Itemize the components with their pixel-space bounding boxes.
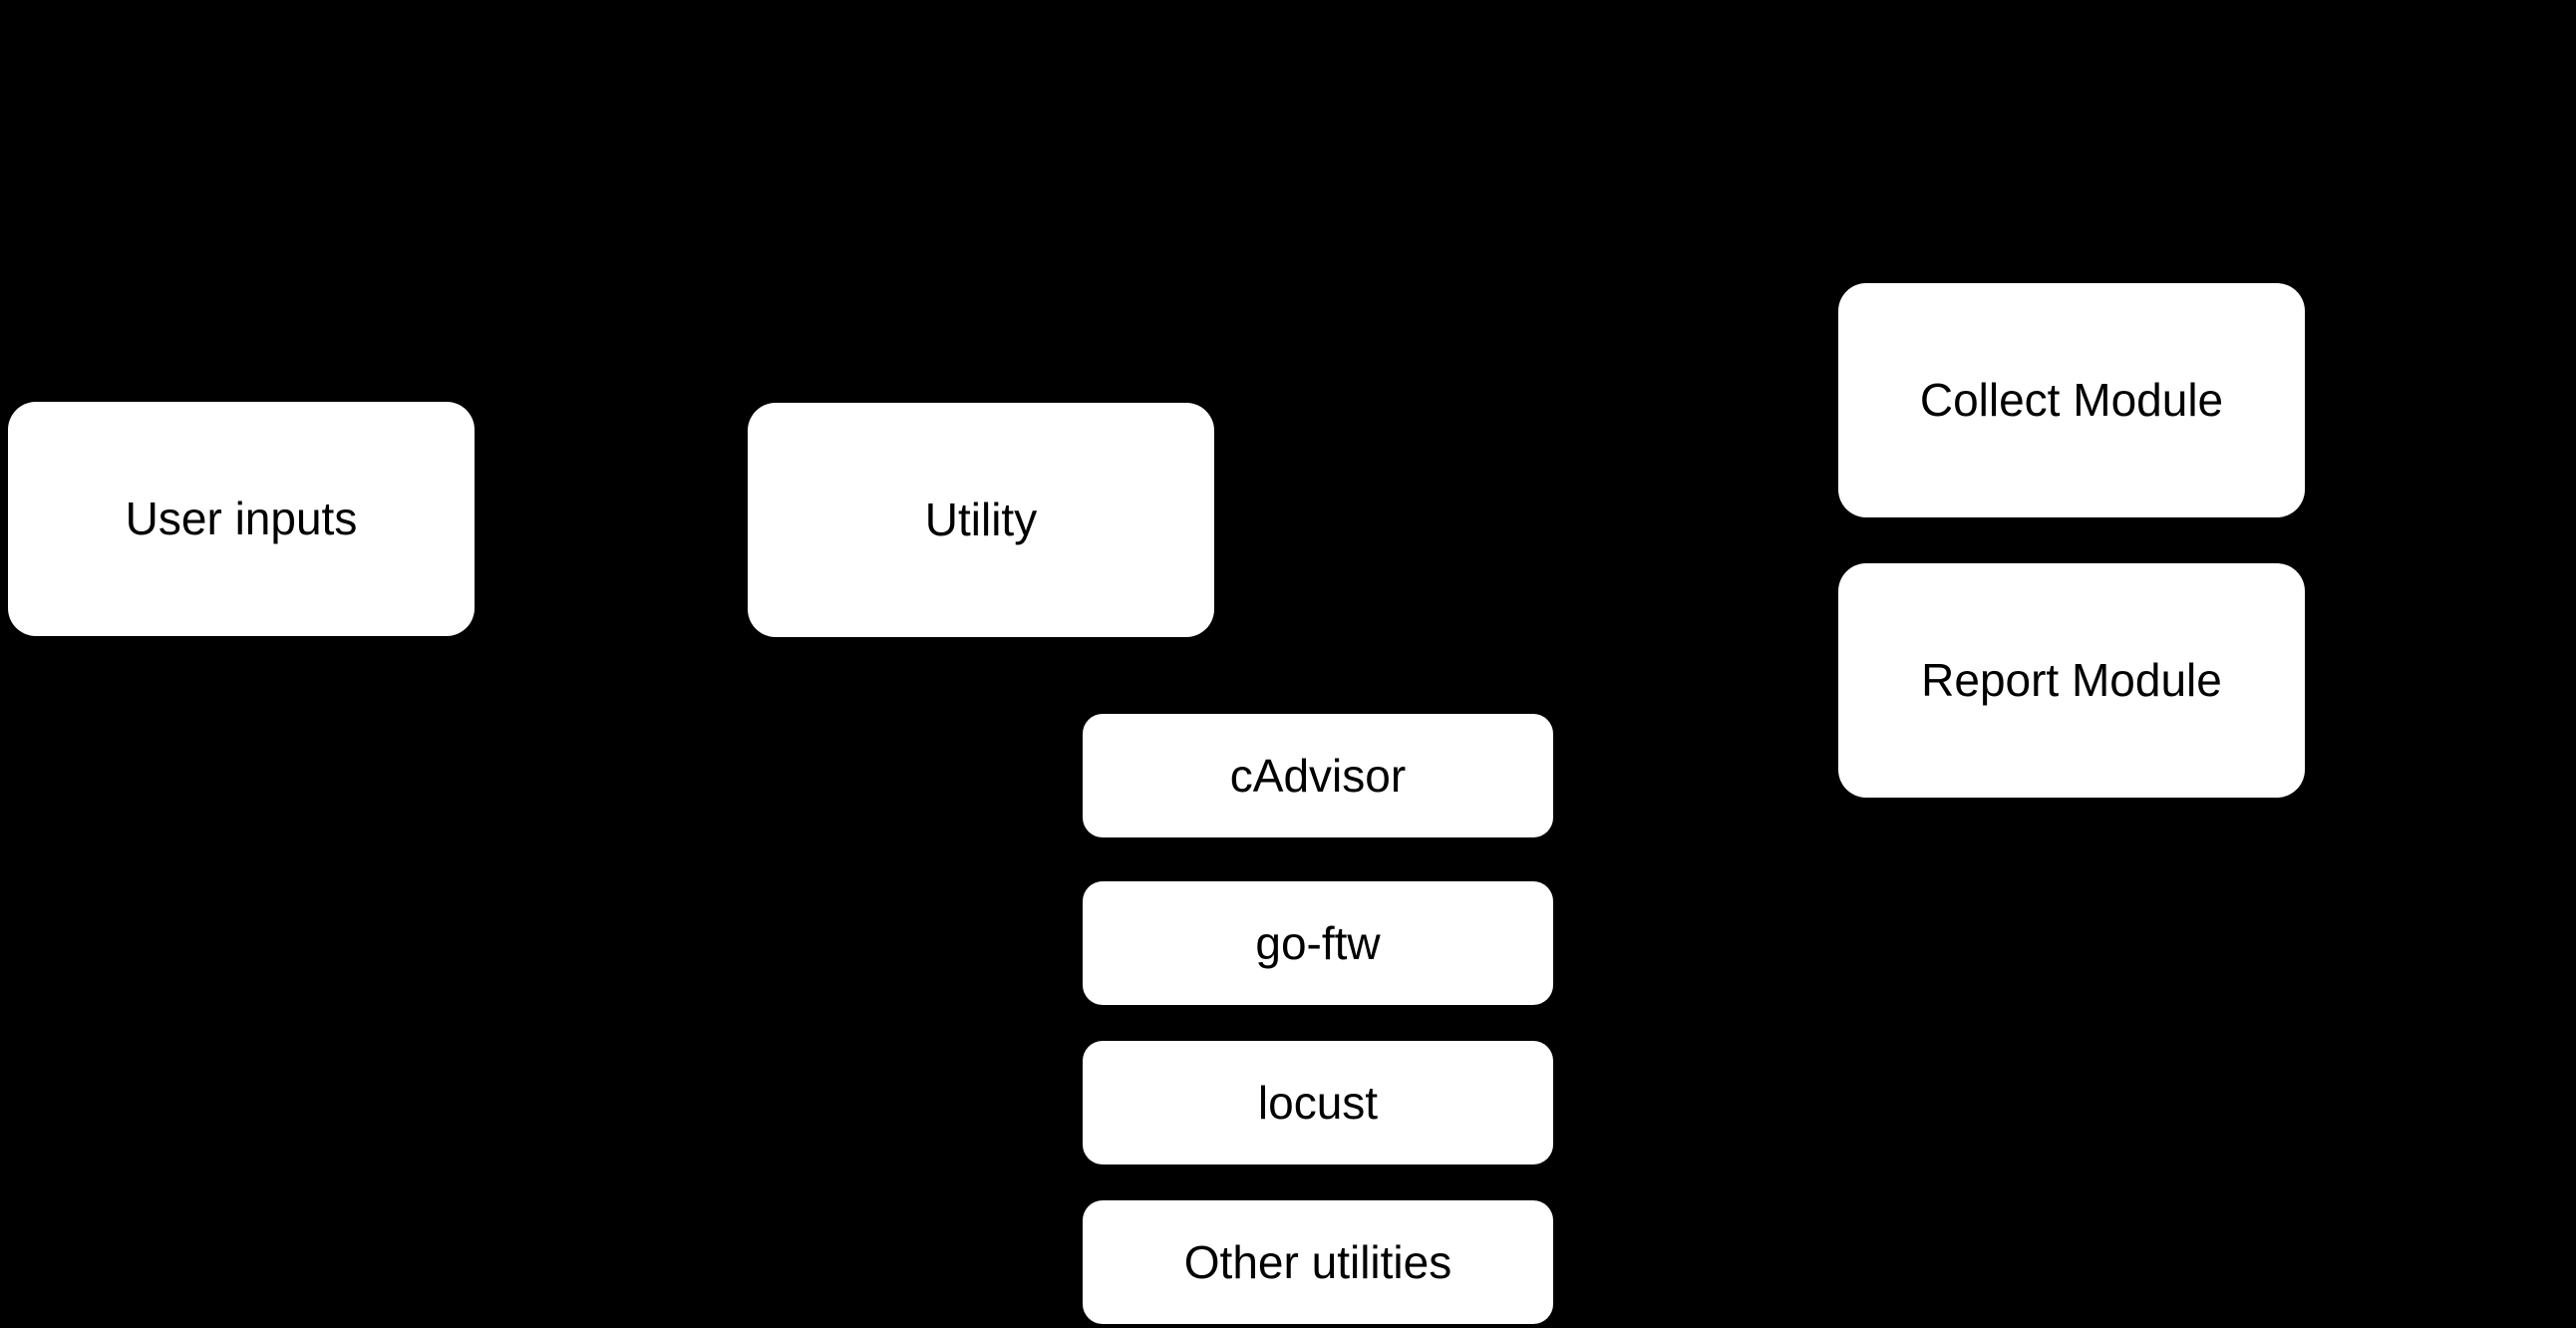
node-collect-module: Collect Module: [1838, 283, 2305, 517]
node-cadvisor: cAdvisor: [1083, 714, 1553, 837]
node-utility: Utility: [748, 403, 1214, 637]
node-go-ftw: go-ftw: [1083, 881, 1553, 1005]
node-other-utilities-label: Other utilities: [1183, 1235, 1452, 1288]
node-other-utilities: Other utilities: [1083, 1200, 1553, 1324]
node-report-module-label: Report Module: [1921, 654, 2222, 707]
node-user-inputs: User inputs: [8, 402, 475, 636]
node-cadvisor-label: cAdvisor: [1229, 749, 1407, 802]
node-go-ftw-label: go-ftw: [1255, 916, 1381, 969]
node-utility-label: Utility: [924, 494, 1038, 546]
node-user-inputs-label: User inputs: [125, 493, 358, 545]
node-locust-label: locust: [1257, 1076, 1379, 1129]
node-locust: locust: [1083, 1041, 1553, 1164]
node-report-module: Report Module: [1838, 563, 2305, 798]
node-collect-module-label: Collect Module: [1919, 374, 2224, 427]
